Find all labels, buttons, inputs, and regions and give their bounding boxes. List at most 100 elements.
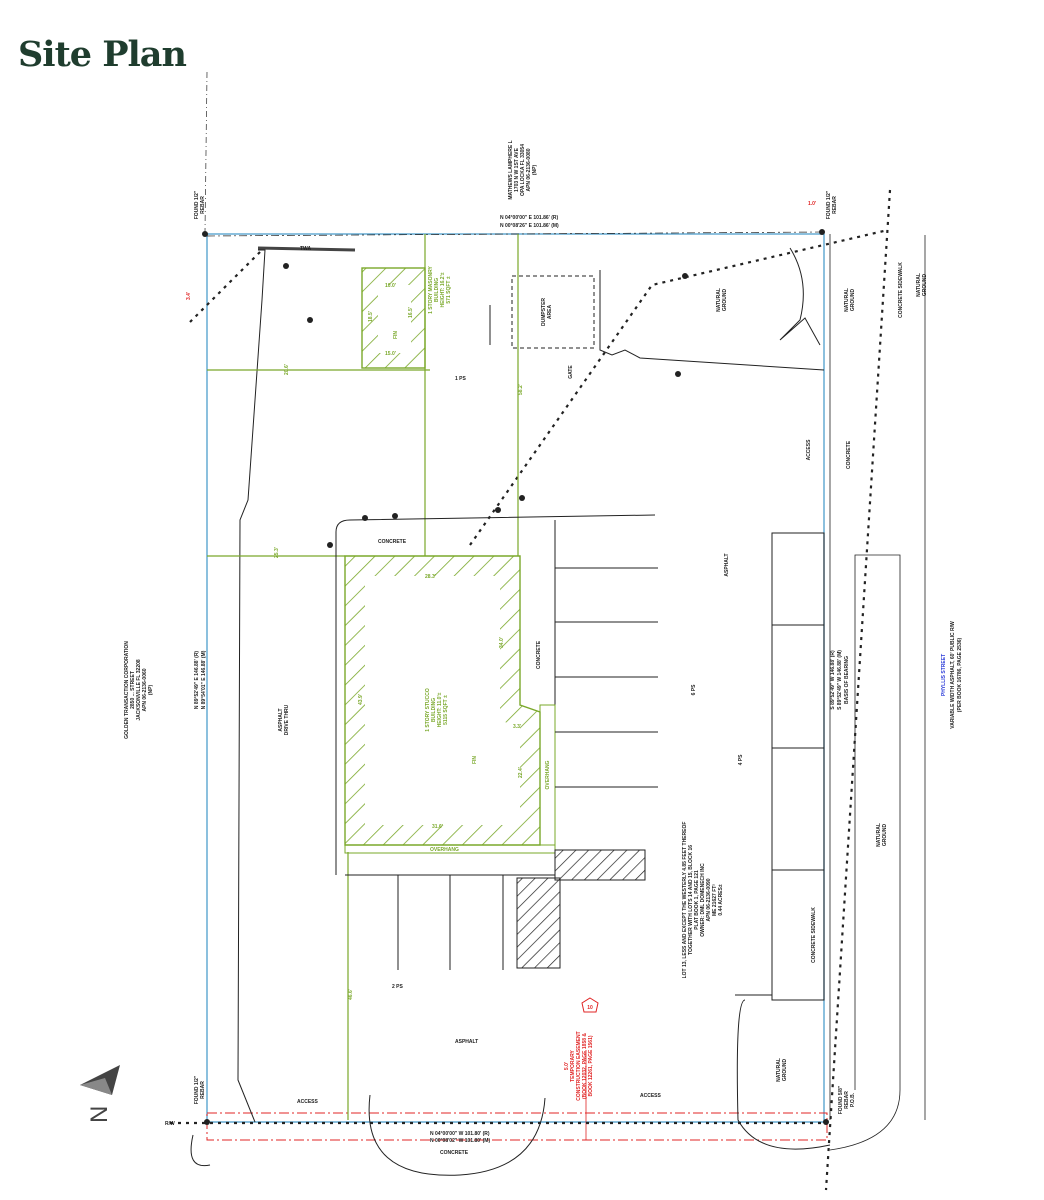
dumpster-area — [511, 275, 595, 349]
svg-text:TOGETHER WITH LOTS 14 AND 15,: TOGETHER WITH LOTS 14 AND 15, BLOCK 16 — [688, 845, 694, 955]
parking-count: 1 PS — [455, 376, 467, 382]
svg-text:AREA: AREA — [547, 305, 553, 320]
svg-text:VARIABLE WIDTH ASPHALT, 60' PU: VARIABLE WIDTH ASPHALT, 60' PUBLIC R/W — [950, 621, 956, 729]
svg-text:JACKSONVILLE FL 32208: JACKSONVILLE FL 32208 — [136, 659, 142, 721]
svg-text:APN 06-2136-0060: APN 06-2136-0060 — [142, 668, 148, 711]
svg-text:BUILDING: BUILDING — [434, 278, 440, 302]
north-bearing: N 00°08'26" E 101.86' (M) — [500, 223, 559, 229]
svg-text:N 89°54'01" E 146.88' (M): N 89°54'01" E 146.88' (M) — [201, 650, 207, 709]
svg-text:BASIS OF BEARING: BASIS OF BEARING — [844, 656, 850, 704]
gate-label: GATE — [568, 365, 574, 379]
svg-text:20.6': 20.6' — [284, 364, 290, 375]
svg-text:15.0': 15.0' — [385, 351, 396, 357]
svg-text:10.0': 10.0' — [385, 283, 396, 289]
svg-text:1 STORY MASONRY: 1 STORY MASONRY — [428, 265, 434, 313]
rebar-label: FOUND 1/2"REBAR — [826, 190, 838, 219]
concrete-label: CONCRETE — [440, 1150, 469, 1156]
asphalt-label: ASPHALT — [724, 553, 730, 576]
rebar-marker — [202, 231, 208, 237]
hatched-structure — [516, 877, 561, 969]
rebar-marker — [823, 1119, 829, 1125]
svg-text:5115 SQFT ±: 5115 SQFT ± — [443, 695, 449, 725]
svg-text:46.6': 46.6' — [348, 989, 354, 1000]
rebar-label: FOUND 1/2"REBAR — [194, 190, 206, 219]
svg-text:S 89°52'49" W 146.88' (R): S 89°52'49" W 146.88' (R) — [830, 650, 836, 710]
svg-text:FOUND 1/2": FOUND 1/2" — [826, 190, 832, 219]
svg-text:TEMPORARY: TEMPORARY — [570, 1049, 576, 1081]
svg-text:DRIVE THRU: DRIVE THRU — [284, 704, 290, 735]
rw-label: R/W — [165, 1121, 175, 1127]
asphalt-label: ASPHALT — [455, 1039, 478, 1045]
svg-text:APN 06-2136-0080: APN 06-2136-0080 — [526, 148, 532, 191]
access-label: ACCESS — [640, 1093, 662, 1099]
svg-text:N 89°52'49" E 146.88' (R): N 89°52'49" E 146.88' (R) — [194, 651, 200, 710]
svg-text:(NP): (NP) — [532, 165, 538, 176]
svg-text:28.3': 28.3' — [425, 574, 436, 580]
svg-text:OWNER: DML DOMENECH INC: OWNER: DML DOMENECH INC — [700, 863, 706, 937]
wall — [257, 246, 356, 252]
svg-text:CONSTRUCTION EASEMENT: CONSTRUCTION EASEMENT — [576, 1031, 582, 1100]
overhang — [344, 844, 556, 854]
svg-text:BOOK 12261, PAGE 1561): BOOK 12261, PAGE 1561) — [588, 1035, 594, 1096]
north-label: N — [86, 1106, 113, 1123]
hatched-structure — [554, 849, 646, 881]
fin-label: FIN — [393, 331, 399, 339]
svg-text:1 STORY STUCCO: 1 STORY STUCCO — [425, 688, 431, 732]
svg-text:ASPHALT: ASPHALT — [278, 708, 284, 731]
east-parking — [771, 532, 825, 1001]
tag-west: 3.4' — [186, 292, 192, 300]
parking-count: 6 PS — [691, 684, 697, 696]
svg-text:HEIGHT: 16.2'±: HEIGHT: 16.2'± — [440, 272, 446, 307]
svg-text:LOT 13, LESS AND EXCEPT THE WE: LOT 13, LESS AND EXCEPT THE WESTERLY 4.8… — [682, 822, 688, 979]
parking-stripes — [397, 567, 658, 970]
svg-text:OPA LOCKA FL 33054: OPA LOCKA FL 33054 — [520, 144, 526, 196]
svg-text:31.6': 31.6' — [432, 824, 443, 830]
rebar-label: FOUND 1/2"REBAR — [194, 1075, 206, 1104]
svg-text:43.9': 43.9' — [358, 694, 364, 705]
street-label: PHYLLIS STREET VARIABLE WIDTH ASPHALT, 6… — [941, 621, 963, 729]
reference-line — [204, 71, 208, 233]
svg-text:571 SQFT ±: 571 SQFT ± — [446, 276, 452, 303]
svg-text:34.0': 34.0' — [499, 637, 505, 648]
svg-text:HEIGHT: 11.0'±: HEIGHT: 11.0'± — [437, 692, 443, 727]
svg-text:22.4': 22.4' — [518, 767, 524, 778]
svg-text:(PER BOOK 16786, PAGE 2536): (PER BOOK 16786, PAGE 2536) — [957, 637, 963, 712]
west-bearing: N 89°52'49" E 146.88' (R) N 89°54'01" E … — [194, 650, 207, 709]
svg-text:S 89°52'49" W 146.88' (M): S 89°52'49" W 146.88' (M) — [837, 650, 843, 710]
svg-text:3.3': 3.3' — [513, 724, 521, 730]
north-arrow-icon — [80, 1065, 120, 1095]
overhang-label: OVERHANG — [545, 760, 551, 789]
svg-text:P.O.B.: P.O.B. — [850, 1092, 856, 1107]
easement-tag: 10 — [587, 1005, 593, 1011]
svg-text:REBAR: REBAR — [200, 1081, 206, 1099]
svg-text:FOUND 5/8": FOUND 5/8" — [838, 1085, 844, 1114]
fin-label: FIN — [472, 756, 478, 764]
svg-text:GROUND: GROUND — [882, 824, 888, 847]
north-bearing: N 04°00'00" E 101.86' (R) — [500, 215, 559, 221]
svg-text:NATURAL: NATURAL — [716, 288, 722, 312]
svg-text:PHYLLIS STREET: PHYLLIS STREET — [941, 654, 947, 696]
svg-text:1703 N W 1ST AVE: 1703 N W 1ST AVE — [514, 147, 520, 192]
tag-east: 1.0' — [808, 201, 816, 207]
svg-text:25.3': 25.3' — [274, 547, 280, 558]
svg-text:58.2': 58.2' — [518, 384, 524, 395]
easement-tag-icon — [581, 997, 599, 1013]
svg-text:GROUND: GROUND — [782, 1059, 788, 1082]
page-title: Site Plan — [18, 34, 187, 75]
access-label: ACCESS — [297, 1099, 319, 1105]
svg-text:NATURAL: NATURAL — [876, 823, 882, 847]
svg-text:REBAR: REBAR — [200, 196, 206, 214]
south-bearing: N 04°00'00" W 101.80' (R) — [430, 1131, 490, 1137]
svg-text:GROUND: GROUND — [922, 274, 928, 297]
north-boundary-dash — [206, 231, 823, 237]
west-neighbor: GOLDEN TRANSACTION CORPORATION 2850 ... … — [124, 641, 154, 739]
svg-text:GROUND: GROUND — [722, 289, 728, 312]
legal-description: LOT 13, LESS AND EXCEPT THE WESTERLY 4.8… — [682, 822, 724, 979]
